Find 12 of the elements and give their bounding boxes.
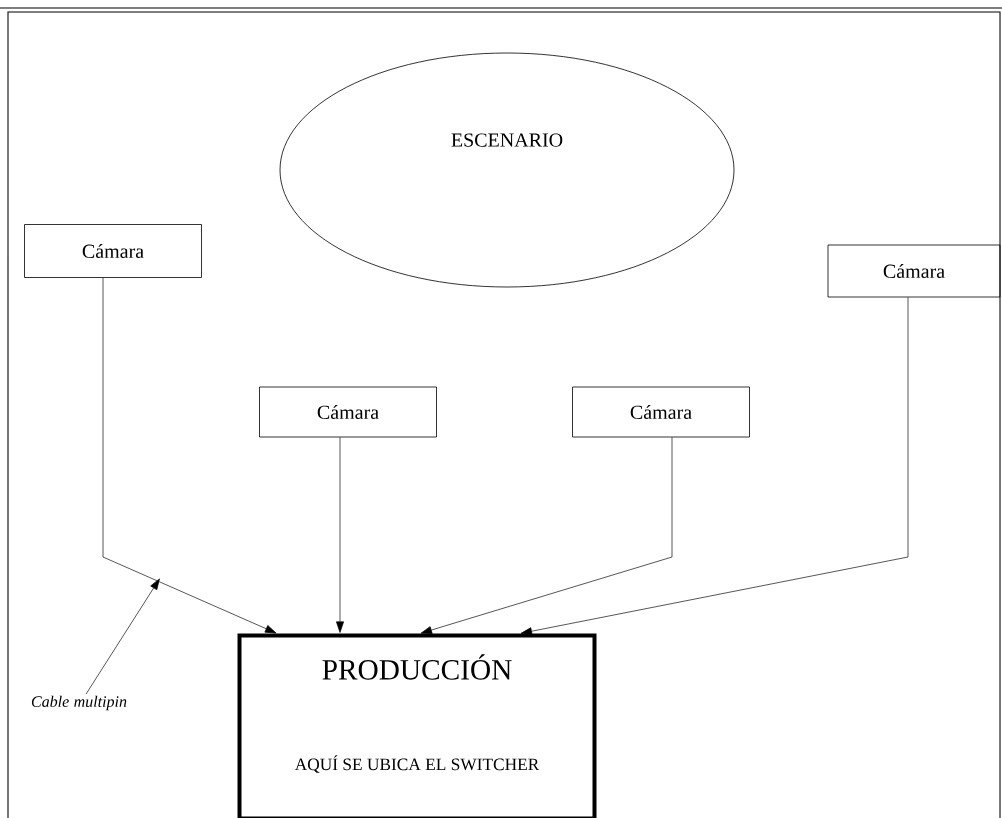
arrow [520,297,909,636]
box-note: AQUÍ SE UBICA EL SWITCHER [294,755,540,773]
camera-box: Cámara [827,244,1001,298]
camera-box: Cámara [24,224,202,278]
heading: PRODUCCIÓN [322,654,512,680]
arrow [102,277,277,634]
arrow [420,437,673,634]
callout-text: Cable multipin [31,695,127,711]
camera-box: Cámara [572,386,750,438]
camera-box: Cámara [259,386,437,438]
arrow [336,437,344,633]
leader-line [85,578,160,695]
